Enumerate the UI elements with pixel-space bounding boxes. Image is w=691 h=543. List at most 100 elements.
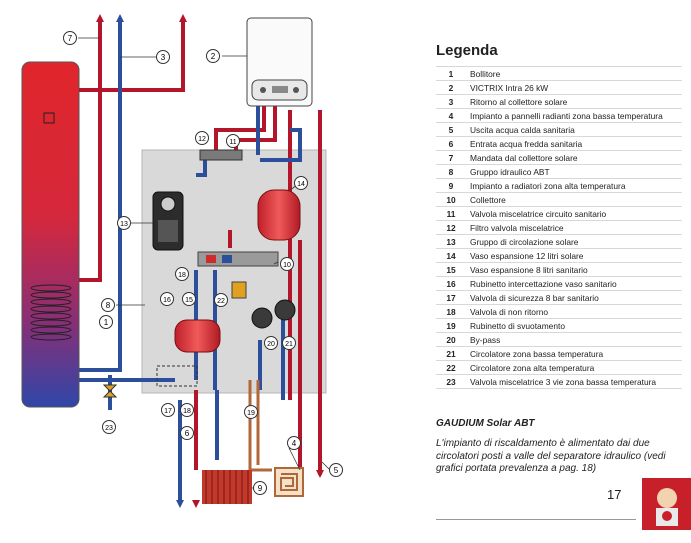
legend-item-label: Valvola miscelatrice circuito sanitario — [470, 208, 607, 219]
legend-item-label: Gruppo idraulico ABT — [470, 166, 550, 177]
callout-4: 4 — [287, 436, 301, 450]
legend-item-number: 16 — [446, 278, 456, 289]
low-temp-circulator — [251, 307, 273, 329]
solar-expansion-vessel — [257, 189, 301, 241]
legend-item-label: Ritorno al collettore solare — [470, 96, 568, 107]
svg-text:2: 2 — [211, 52, 216, 61]
callout-18b: 18 — [180, 403, 194, 417]
legend-item-number: 11 — [446, 208, 456, 219]
svg-text:15: 15 — [185, 297, 193, 304]
cold-pipes — [79, 20, 302, 500]
drain-cock — [102, 384, 118, 398]
legend-item-label: Valvola di non ritorno — [470, 306, 549, 317]
legend-item-label: Mandata dal collettore solare — [470, 152, 578, 163]
callout-21: 20 — [264, 336, 278, 350]
legend-item: 19 Rubinetto di svuotamento — [436, 318, 682, 332]
legend-item: 8 Gruppo idraulico ABT — [436, 164, 682, 178]
radiator — [202, 470, 252, 504]
callout-12: 12 — [195, 131, 209, 145]
svg-text:5: 5 — [334, 466, 339, 475]
legend-item: 5 Uscita acqua calda sanitaria — [436, 122, 682, 136]
svg-text:6: 6 — [185, 429, 190, 438]
safety-valve-group — [156, 365, 198, 387]
legend-item-label: Circolatore zona bassa temperatura — [470, 348, 604, 359]
legend-item-number: 3 — [448, 96, 454, 107]
callout-18a: 18 — [175, 267, 189, 281]
legend-item-number: 7 — [448, 152, 454, 163]
legend-item: 17 Valvola di sicurezza 8 bar sanitario — [436, 290, 682, 304]
svg-text:14: 14 — [297, 181, 305, 188]
legend-item-number: 5 — [448, 124, 454, 135]
legend-item-number: 15 — [446, 264, 456, 275]
svg-text:20: 20 — [267, 341, 275, 348]
hydraulic-scheme-diagram: 7 3 2 1 8 13 12 11 14 18 10 16 15 22 20 … — [21, 14, 343, 508]
caption-body: L'impianto di riscaldamento è alimentato… — [436, 438, 666, 474]
legend-item-number: 10 — [446, 194, 456, 205]
legend-item-label: Bollitore — [470, 68, 501, 79]
high-temp-circulator — [274, 299, 296, 321]
callout-9: 9 — [253, 481, 267, 495]
legend-item-number: 8 — [448, 166, 454, 177]
caption-title: GAUDIUM Solar ABT — [436, 418, 535, 429]
legend-item-label: Entrata acqua fredda sanitaria — [470, 138, 583, 149]
legend-item-number: 19 — [446, 320, 456, 331]
legend-item-label: Gruppo di circolazione solare — [470, 236, 579, 247]
legend-item-label: Impianto a radiatori zona alta temperatu… — [470, 180, 626, 191]
legend-item-number: 17 — [446, 292, 456, 303]
callout-7: 7 — [63, 31, 77, 45]
legend-item-number: 20 — [446, 334, 456, 345]
legend-item-label: Vaso espansione 12 litri solare — [470, 250, 584, 261]
legend-item-label: Impianto a pannelli radianti zona bassa … — [470, 110, 663, 121]
legend-item: 10 Collettore — [436, 192, 682, 206]
legend-item-label: Collettore — [470, 194, 506, 205]
legend-item-number: 9 — [448, 180, 454, 191]
callout-23: 22 — [214, 293, 228, 307]
svg-text:22: 22 — [217, 298, 225, 305]
callout-17: 17 — [161, 403, 175, 417]
callout-20: 19 — [244, 405, 258, 419]
legend-item-number: 6 — [448, 138, 454, 149]
page-number: 17 — [607, 487, 622, 502]
svg-text:4: 4 — [292, 439, 297, 448]
legend-item-number: 13 — [446, 236, 456, 247]
svg-text:10: 10 — [283, 262, 291, 269]
legend-item-label: Rubinetto intercettazione vaso sanitario — [470, 278, 617, 289]
legend-item-label: Vaso espansione 8 litri sanitario — [470, 264, 588, 275]
svg-text:21: 21 — [285, 341, 293, 348]
legend-item-number: 2 — [448, 82, 454, 93]
svg-text:19: 19 — [247, 410, 255, 417]
legend-item-number: 22 — [446, 362, 456, 373]
legend-item-label: Valvola di sicurezza 8 bar sanitario — [470, 292, 599, 303]
caption: GAUDIUM Solar ABT L'impianto di riscalda… — [436, 418, 682, 476]
legend-item: 6 Entrata acqua fredda sanitaria — [436, 136, 682, 150]
svg-text:3: 3 — [161, 53, 166, 62]
callout-3: 3 — [156, 50, 170, 64]
legend-item: 14 Vaso espansione 12 litri solare — [436, 248, 682, 262]
collector-manifold — [197, 251, 279, 267]
legend-item-number: 12 — [446, 222, 456, 233]
callout-1: 1 — [99, 315, 113, 329]
legend-item-number: 14 — [446, 250, 456, 261]
svg-text:1: 1 — [104, 318, 109, 327]
callout-2: 2 — [206, 49, 220, 63]
brand-mascot-logo — [642, 478, 691, 530]
legend-item-label: Rubinetto di svuotamento — [470, 320, 565, 331]
svg-text:11: 11 — [229, 139, 236, 146]
callout-19: 23 — [102, 420, 116, 434]
legend-item: 7 Mandata dal collettore solare — [436, 150, 682, 164]
callout-14: 14 — [294, 176, 308, 190]
legend-item-label: Uscita acqua calda sanitaria — [470, 124, 575, 135]
legend-item: 11 Valvola miscelatrice circuito sanitari… — [436, 206, 682, 220]
legend-item: 12 Filtro valvola miscelatrice — [436, 220, 682, 234]
legend-item-label: Filtro valvola miscelatrice — [470, 222, 564, 233]
legend-item-number: 23 — [446, 376, 456, 387]
legend-item: 3 Ritorno al collettore solare — [436, 94, 682, 108]
svg-text:9: 9 — [258, 484, 263, 493]
callout-6: 6 — [180, 426, 194, 440]
